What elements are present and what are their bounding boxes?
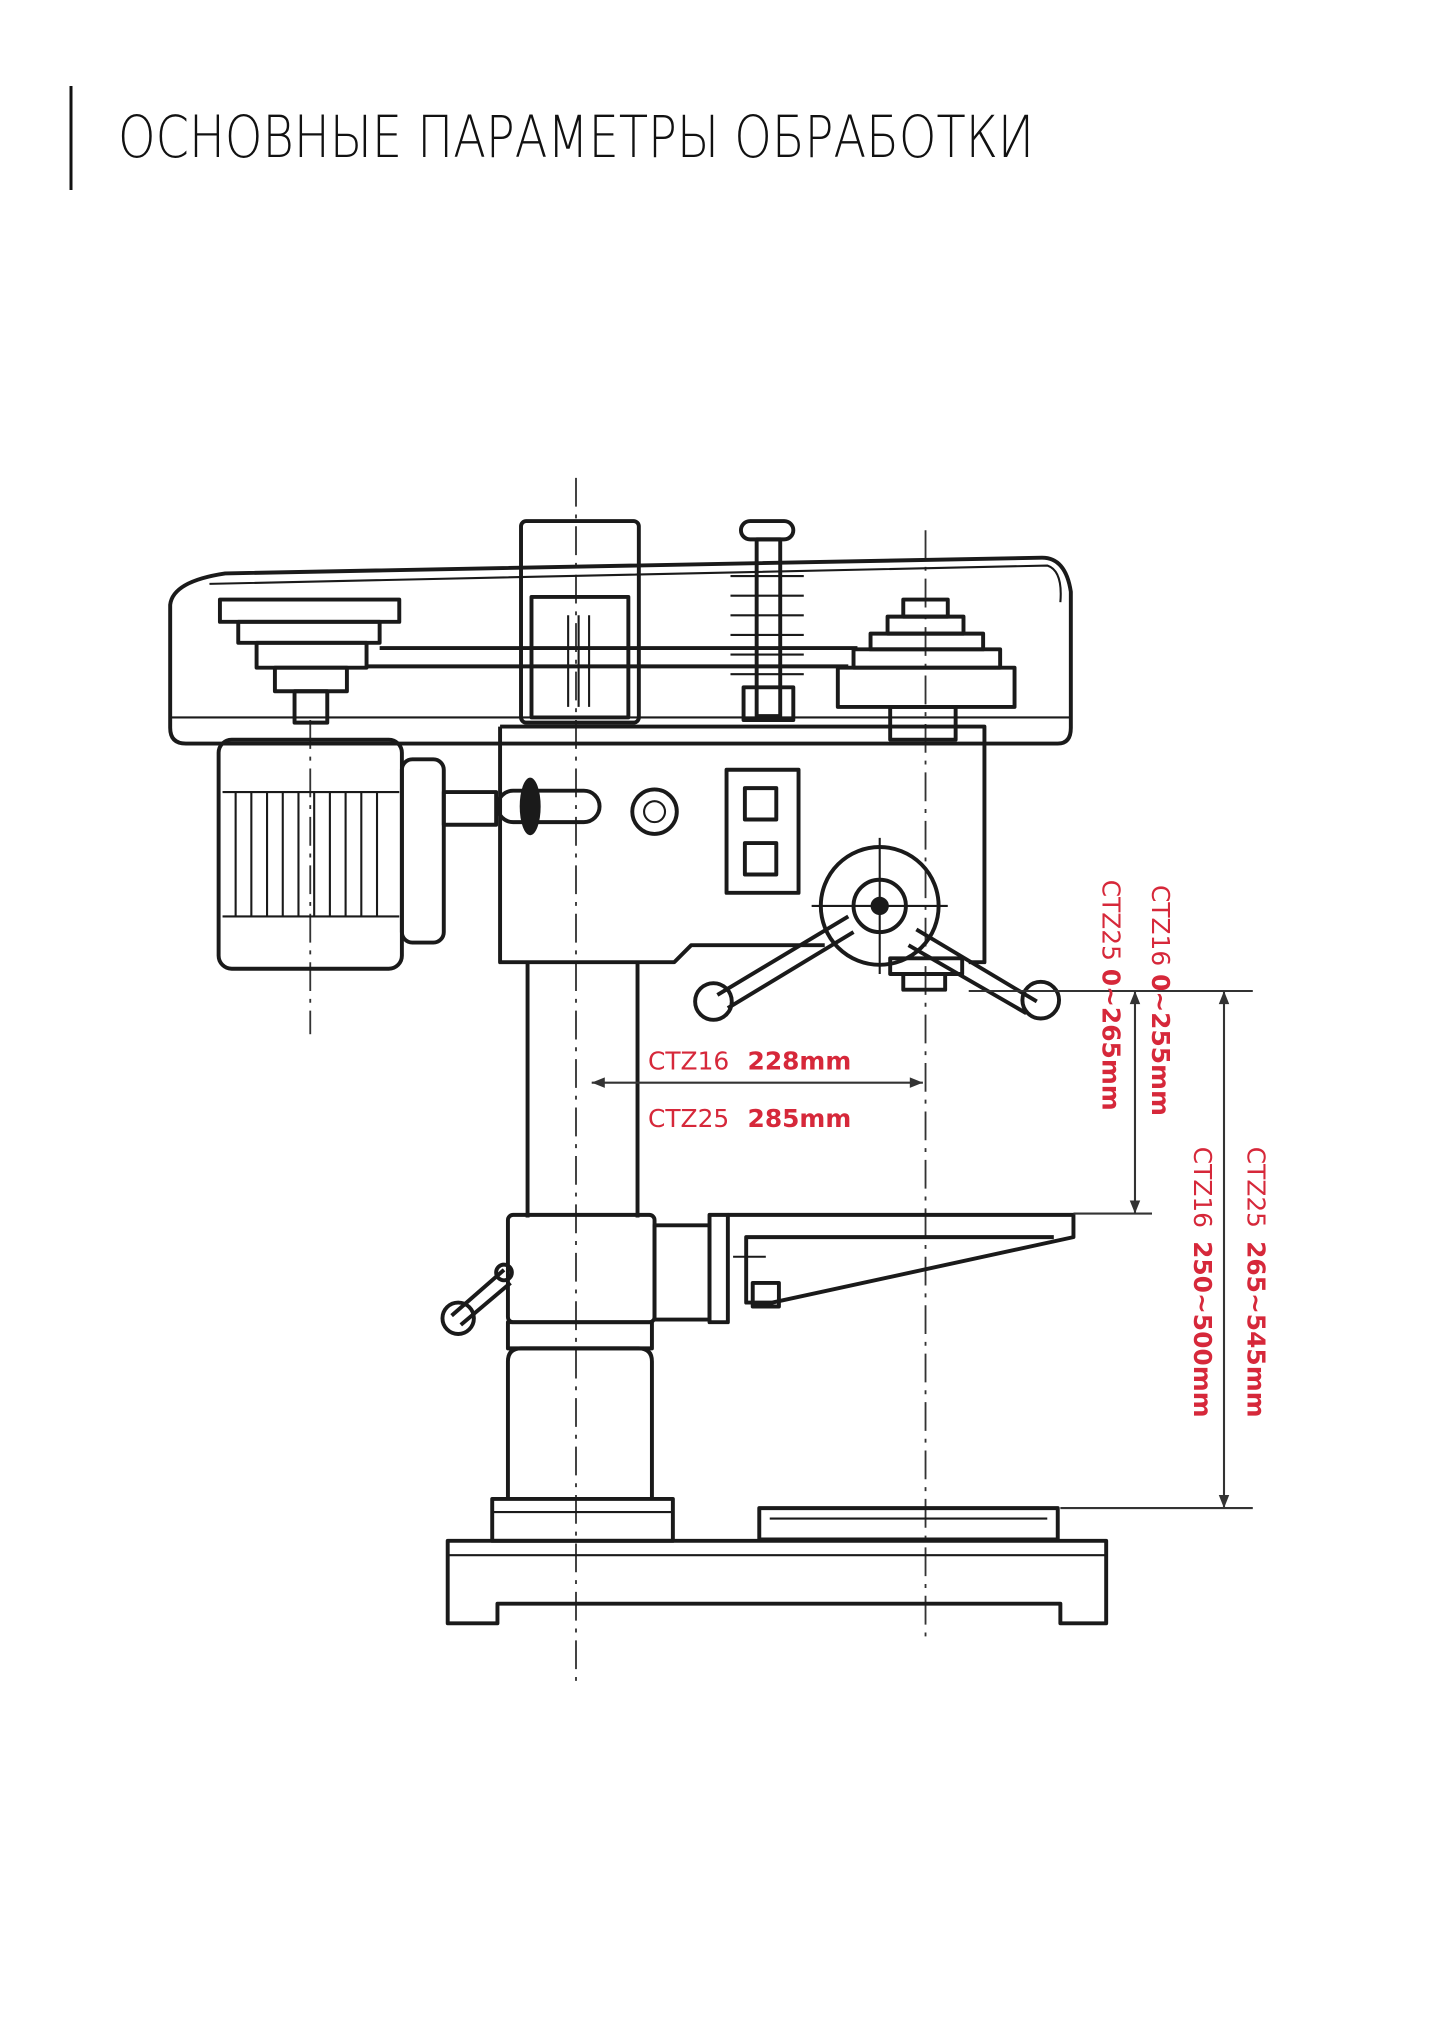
centerlines	[309, 477, 927, 1689]
switch-box	[724, 767, 801, 895]
dim-table-ctz16: CTZ16250~500mm	[1188, 1147, 1217, 1418]
belt	[366, 646, 858, 669]
motor	[216, 737, 499, 971]
dim-table-ctz25: CTZ25265~545mm	[1242, 1147, 1271, 1418]
base	[445, 1496, 1109, 1626]
spindle-pulley	[835, 597, 1017, 742]
column	[525, 962, 640, 1218]
motor-pulley	[217, 597, 402, 725]
dimension-lines	[591, 989, 1253, 1510]
quill-housing	[519, 519, 641, 725]
lower-column	[505, 1320, 654, 1499]
table-arm	[440, 1212, 1076, 1336]
feed-handwheel	[693, 837, 1062, 1022]
dim-stroke-ctz25: CTZ250~265mm	[1096, 880, 1125, 1111]
head-body	[498, 724, 987, 965]
dim-stroke-ctz16: CTZ160~255mm	[1146, 885, 1175, 1116]
page-title: ОСНОВНЫЕ ПАРАМЕТРЫ ОБРАБОТКИ	[118, 103, 1034, 171]
belt-tension-screw	[730, 519, 804, 722]
header: ОСНОВНЫЕ ПАРАМЕТРЫ ОБРАБОТКИ	[69, 86, 1034, 190]
speed-shift-lever	[495, 777, 679, 836]
